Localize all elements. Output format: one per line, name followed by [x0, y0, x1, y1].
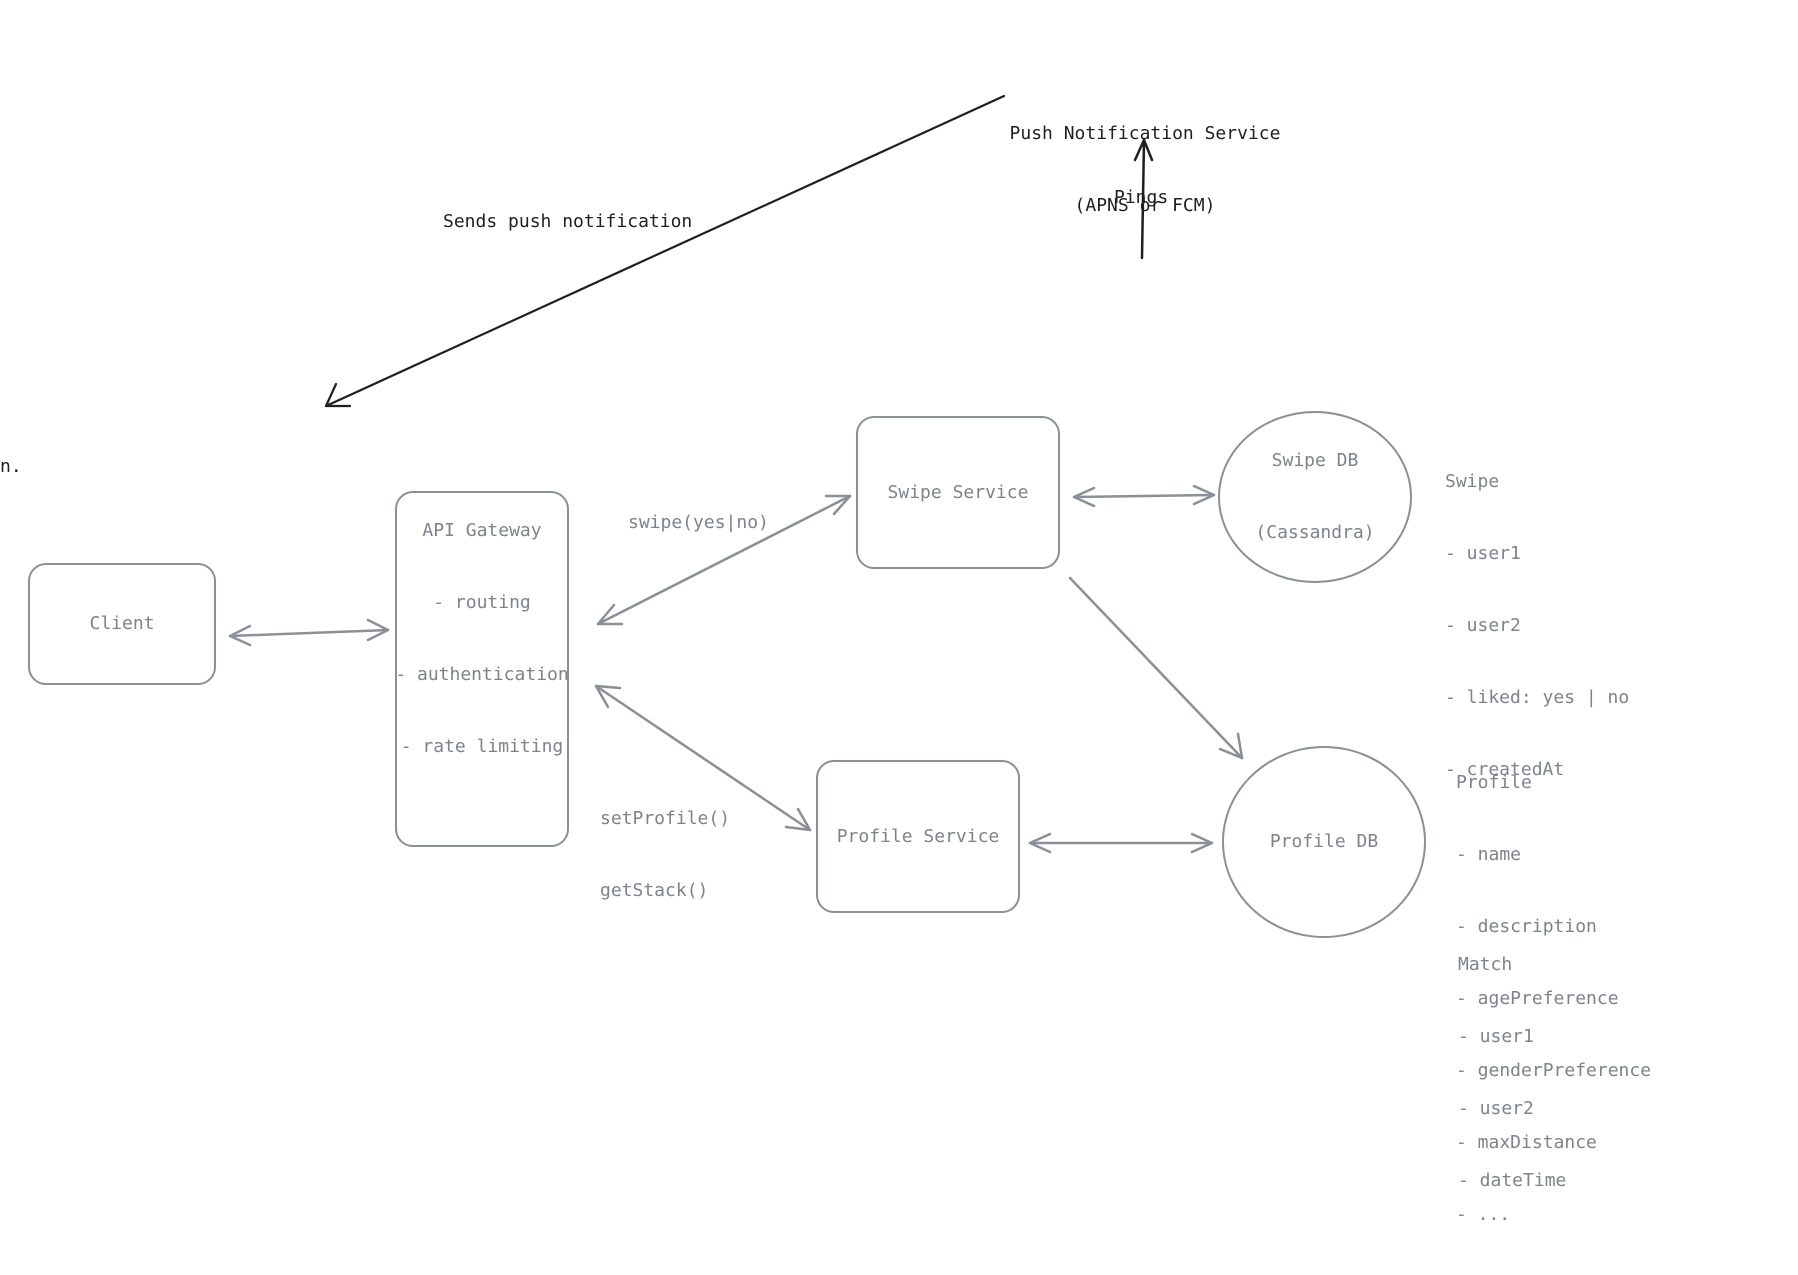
push-service-subtitle: (APNS or FCM)	[1074, 195, 1216, 216]
schema-match-field: - user1	[1458, 1026, 1534, 1047]
edges-layer	[228, 94, 1244, 854]
schema-match-field: - dateTime	[1458, 1170, 1567, 1191]
api-gateway-node[interactable]: API Gateway - routing - authentication -…	[395, 491, 569, 847]
edge-swipe-swipedb[interactable]	[1072, 484, 1216, 508]
swipe-db-subtitle: (Cassandra)	[1255, 522, 1375, 543]
schema-swipe-field: - createdAt	[1445, 759, 1565, 780]
edge-text-fragment: n.	[0, 456, 22, 477]
api-gateway-title: API Gateway	[422, 520, 542, 541]
edge-label-getstack: getStack()	[600, 880, 709, 901]
api-gateway-line-authentication: - authentication	[395, 664, 569, 685]
schema-swipe-field: - user1	[1445, 543, 1521, 564]
swipe-service-label: Swipe Service	[887, 481, 1029, 503]
schema-match: Match - user1 - user2 - dateTime	[1458, 905, 1566, 1241]
edge-label-profile-calls: setProfile() getStack()	[600, 759, 730, 951]
swipe-db-node[interactable]: Swipe DB (Cassandra)	[1218, 411, 1412, 583]
api-gateway-line-routing: - routing	[433, 592, 531, 613]
edge-label-swipe: swipe(yes|no)	[628, 512, 769, 533]
edge-gateway-swipe[interactable]	[596, 494, 852, 626]
schema-swipe-field: - user2	[1445, 615, 1521, 636]
edge-pings[interactable]	[1133, 138, 1154, 260]
edge-label-setprofile: setProfile()	[600, 808, 731, 829]
edge-profile-profiledb[interactable]	[1028, 832, 1214, 854]
edge-label-sends-push: Sends push notification	[443, 211, 693, 232]
schema-profile-field: - description	[1456, 916, 1597, 937]
push-service-node[interactable]: Push Notification Service (APNS or FCM)	[1000, 74, 1290, 266]
push-service-title: Push Notification Service	[1009, 123, 1281, 144]
profile-service-label: Profile Service	[836, 825, 1000, 847]
profile-service-node[interactable]: Profile Service	[816, 760, 1020, 913]
swipe-db-title: Swipe DB	[1271, 450, 1359, 471]
edge-label-pings: Pings	[1114, 187, 1169, 208]
client-node[interactable]: Client	[28, 563, 216, 685]
schema-profile-field: - name	[1456, 844, 1522, 865]
api-gateway-content: API Gateway - routing - authentication -…	[395, 493, 569, 807]
schema-match-field: - user2	[1458, 1098, 1534, 1119]
diagram-canvas: Client API Gateway - routing - authentic…	[0, 74, 1651, 1225]
edge-sends-push[interactable]	[324, 94, 1006, 408]
schema-profile-title: Profile	[1456, 772, 1532, 793]
schema-swipe: Swipe - user1 - user2 - liked: yes | no …	[1445, 422, 1629, 830]
edge-swipe-profiledb[interactable]	[1068, 576, 1244, 760]
schema-swipe-field: - liked: yes | no	[1445, 687, 1630, 708]
edge-client-gateway[interactable]	[228, 618, 390, 647]
swipe-db-content: Swipe DB (Cassandra)	[1255, 413, 1375, 581]
client-label: Client	[89, 613, 155, 634]
profile-db-node[interactable]: Profile DB	[1222, 746, 1426, 938]
swipe-service-node[interactable]: Swipe Service	[856, 416, 1060, 569]
schema-profile-field: - agePreference	[1456, 988, 1619, 1009]
schema-swipe-title: Swipe	[1445, 471, 1500, 492]
profile-db-label: Profile DB	[1269, 831, 1379, 852]
edge-gateway-profile[interactable]	[594, 684, 812, 832]
schema-match-title: Match	[1458, 954, 1513, 975]
api-gateway-line-rate-limiting: - rate limiting	[400, 736, 564, 757]
